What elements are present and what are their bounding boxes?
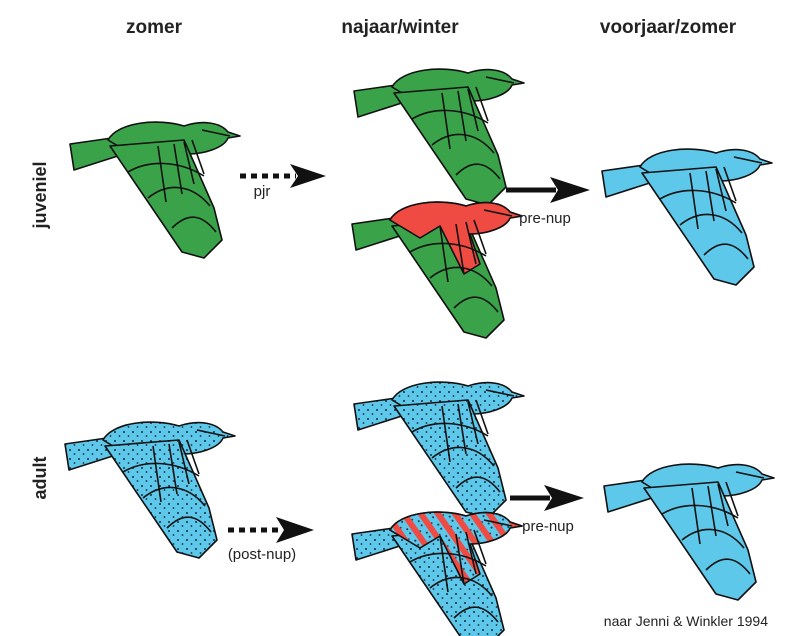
bird-juvenile-winter-a — [354, 69, 524, 205]
bird-juvenile-summer — [70, 122, 240, 258]
arrow-pjr — [240, 164, 326, 188]
arrow-label-pre-nup-adult: pre-nup — [522, 518, 574, 535]
arrow-pre-nup-juvenile — [506, 177, 590, 203]
arrow-label-pjr: pjr — [254, 183, 271, 200]
bird-adult-summer — [65, 422, 235, 558]
bird-adult-winter-a — [354, 382, 524, 518]
arrow-label-post-nup: (post-nup) — [228, 546, 296, 563]
bird-adult-winter-b — [352, 512, 522, 636]
arrow-post-nup — [228, 517, 314, 543]
arrow-pre-nup-adult — [510, 485, 584, 511]
row-label-adult: adult — [30, 456, 50, 499]
source-citation: naar Jenni & Winkler 1994 — [604, 613, 768, 629]
header-autumn-winter: najaar/winter — [341, 17, 459, 38]
arrow-label-pre-nup-juvenile: pre-nup — [519, 210, 571, 227]
row-label-juvenile: juveniel — [30, 161, 50, 229]
header-summer: zomer — [126, 17, 183, 38]
header-spring-summer: voorjaar/zomer — [600, 17, 737, 38]
bird-juvenile-spring — [602, 149, 772, 285]
bird-juvenile-winter-b — [352, 202, 522, 338]
bird-adult-spring — [604, 464, 774, 600]
